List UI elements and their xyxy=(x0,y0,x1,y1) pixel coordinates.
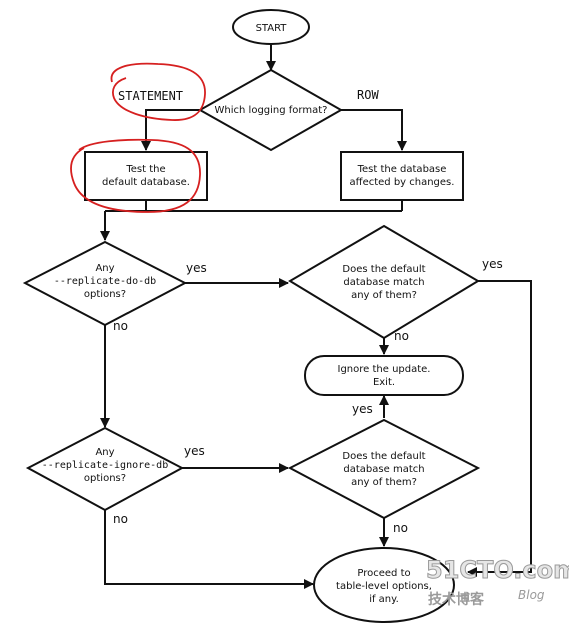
edge-labels: STATEMENT ROW yes no yes no yes yes no n… xyxy=(113,88,503,535)
row-label: ROW xyxy=(357,88,379,102)
logging-format-label: Which logging format? xyxy=(215,105,328,116)
test-affected-line-2: affected by changes. xyxy=(350,177,455,188)
test-affected-line-1: Test the database xyxy=(357,164,447,175)
watermark-blog: Blog xyxy=(518,588,545,602)
edge-row xyxy=(341,109,407,151)
do-db-yes-label: yes xyxy=(186,261,207,275)
test-default-database-box: Test the default database. xyxy=(84,151,208,201)
watermark: 51CTO.com 技术博客 Blog xyxy=(426,556,569,609)
replicate-ignore-db-decision: Any --replicate-ignore-db options? xyxy=(25,426,185,512)
do-db-no-label: no xyxy=(113,319,128,333)
ignore-update-line-1: Ignore the update. xyxy=(338,364,431,375)
match-1-no-label: no xyxy=(394,329,409,343)
edge-ignore-db-no xyxy=(104,510,314,589)
match-2-decision: Does the default database match any of t… xyxy=(287,418,481,520)
match-1-yes-label: yes xyxy=(482,257,503,271)
ignore-db-line-2: --replicate-ignore-db xyxy=(42,460,168,471)
match-2-line-3: any of them? xyxy=(351,477,417,488)
connectors xyxy=(100,45,532,589)
do-db-line-1: Any xyxy=(95,263,114,274)
edge-match1-yes xyxy=(467,280,532,577)
match-1-line-3: any of them? xyxy=(351,290,417,301)
proceed-line-2: table-level options, xyxy=(336,581,432,592)
ignore-db-yes-label: yes xyxy=(184,444,205,458)
test-default-line-1: Test the xyxy=(125,164,165,175)
statement-label: STATEMENT xyxy=(118,89,183,103)
ignore-db-no-label: no xyxy=(113,512,128,526)
watermark-brand: 51CTO.com xyxy=(426,556,569,584)
ignore-update-terminal: Ignore the update. Exit. xyxy=(304,355,464,396)
match-2-no-label: no xyxy=(393,521,408,535)
match-1-decision: Does the default database match any of t… xyxy=(288,224,480,340)
match-1-line-2: database match xyxy=(343,277,424,288)
test-affected-database-box: Test the database affected by changes. xyxy=(340,151,464,201)
ignore-db-line-1: Any xyxy=(95,447,114,458)
match-2-line-1: Does the default xyxy=(342,451,425,462)
ignore-db-line-3: options? xyxy=(84,473,126,484)
replicate-do-db-decision: Any --replicate-do-db options? xyxy=(22,240,188,327)
proceed-terminal: Proceed to table-level options, if any. xyxy=(313,547,455,623)
ignore-update-line-2: Exit. xyxy=(373,377,395,388)
logging-format-decision: Which logging format? xyxy=(197,68,344,152)
start-node: START xyxy=(232,9,310,45)
statement-highlight-circle xyxy=(110,62,206,121)
proceed-line-3: if any. xyxy=(369,594,399,605)
proceed-line-1: Proceed to xyxy=(357,568,410,579)
match-2-line-2: database match xyxy=(343,464,424,475)
red-annotation-marks xyxy=(70,62,206,213)
test-default-highlight-circle xyxy=(70,138,201,213)
match-2-yes-label: yes xyxy=(352,402,373,416)
test-default-line-2: default database. xyxy=(102,177,190,188)
start-label: START xyxy=(256,23,288,34)
match-1-line-1: Does the default xyxy=(342,264,425,275)
do-db-line-3: options? xyxy=(84,289,126,300)
do-db-line-2: --replicate-do-db xyxy=(54,276,156,287)
edge-statement xyxy=(141,109,200,151)
watermark-sub: 技术博客 xyxy=(428,591,485,608)
